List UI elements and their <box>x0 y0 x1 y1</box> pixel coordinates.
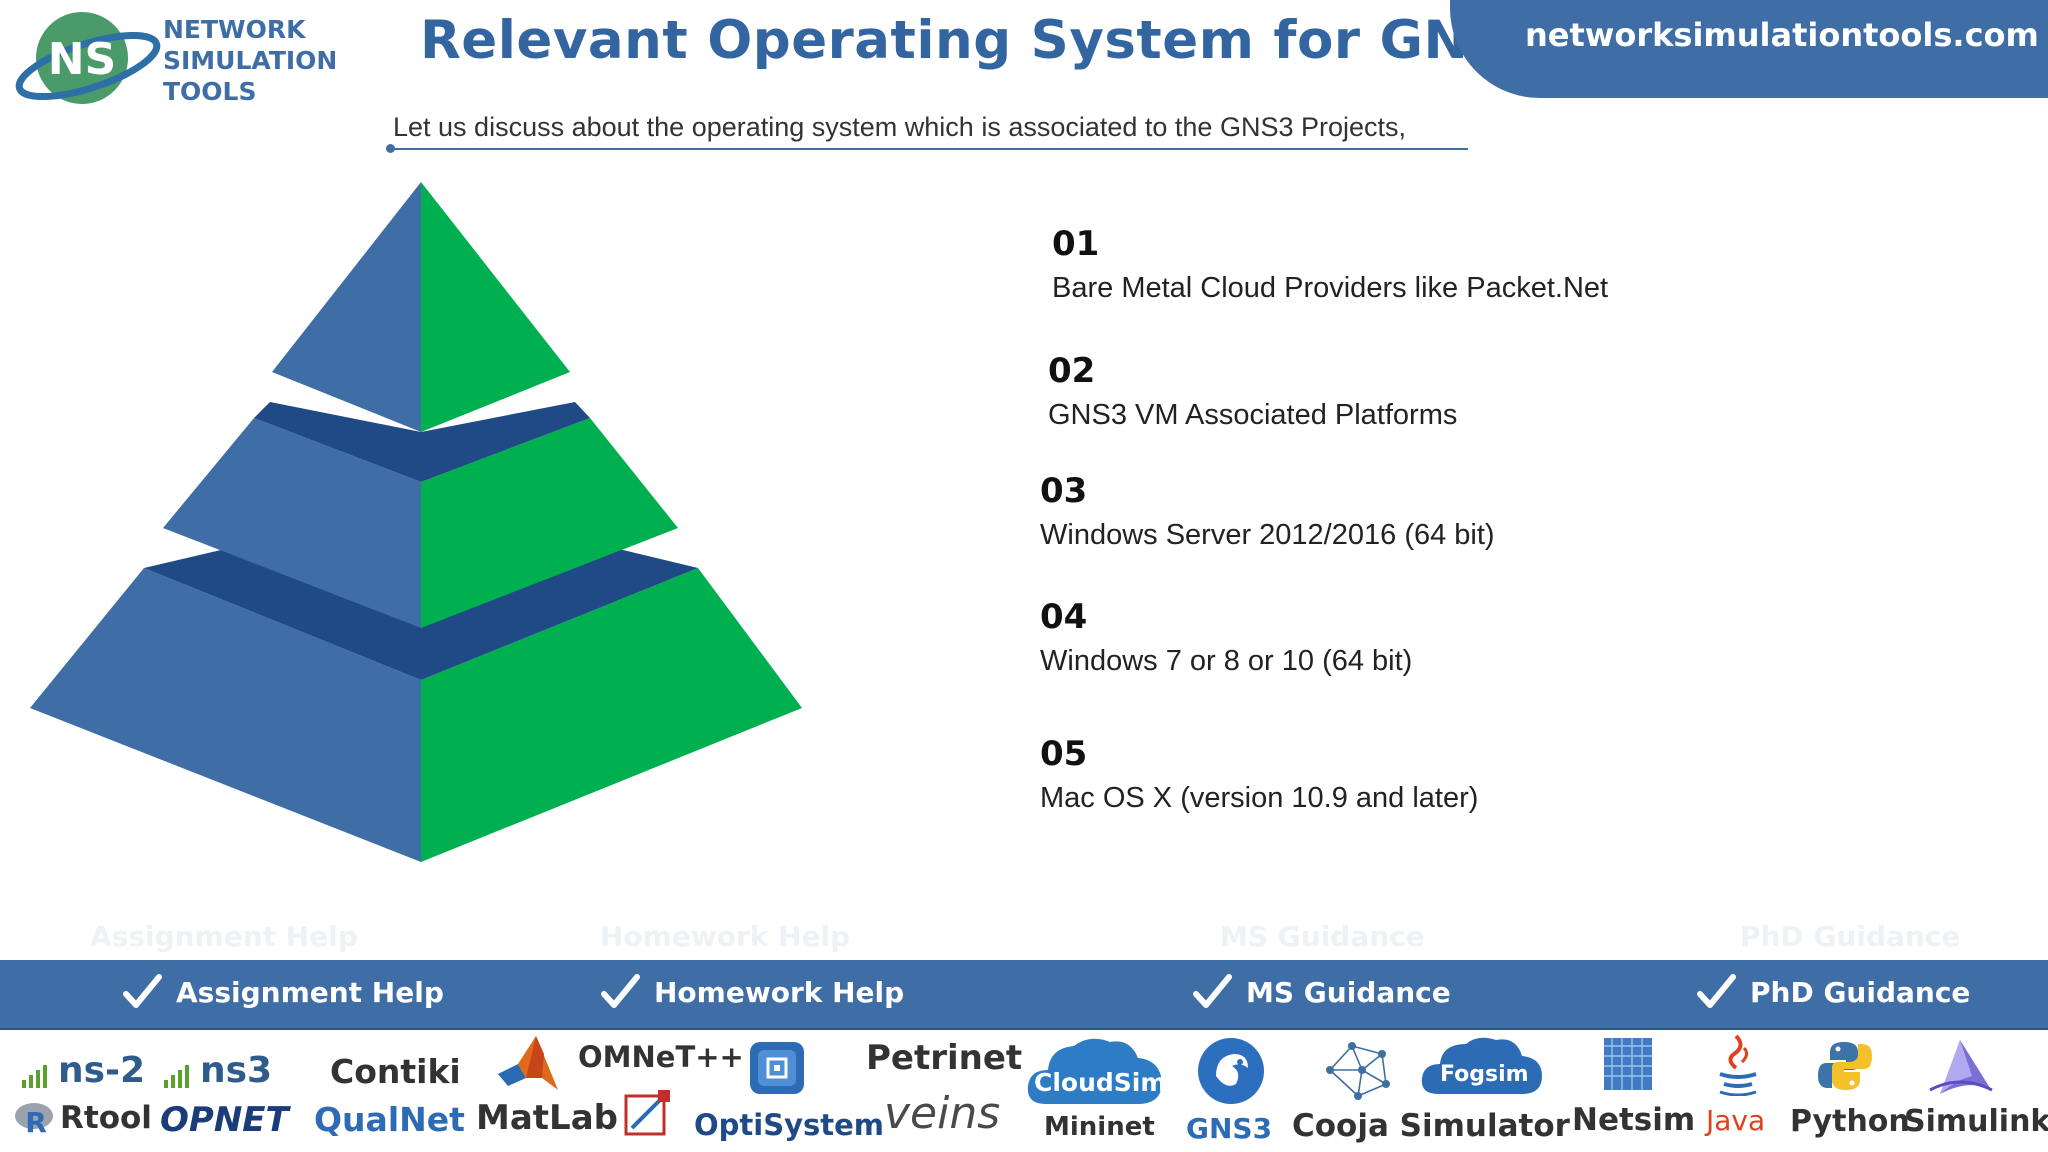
check-icon <box>123 974 162 1008</box>
tool-cooja: Cooja Simulator <box>1292 1108 1570 1144</box>
network-graph-icon <box>1326 1042 1390 1100</box>
tool-simulink: Simulink <box>1904 1104 2048 1139</box>
item-number: 01 <box>1052 224 1100 264</box>
list-item-5: 05 Mac OS X (version 10.9 and later) <box>1040 734 1478 815</box>
subtitle-underline <box>390 148 1468 150</box>
tool-ns2: ns-2 <box>58 1050 146 1091</box>
url-tab <box>1450 0 2048 98</box>
service-watermark: PhD Guidance <box>1740 920 1961 953</box>
item-number: 02 <box>1048 351 1096 391</box>
service-phd-guidance[interactable]: PhD Guidance <box>1696 972 1970 1012</box>
logo: NS NETWORK SIMULATION TOOLS <box>8 4 338 114</box>
site-url[interactable]: networksimulationtools.com <box>1525 16 2039 54</box>
matlab-logo-icon <box>498 1036 558 1090</box>
service-ms-guidance[interactable]: MS Guidance <box>1192 972 1451 1012</box>
list-item-1: 01 Bare Metal Cloud Providers like Packe… <box>1052 224 1608 305</box>
service-watermark: Homework Help <box>600 920 851 953</box>
tool-opnet: OPNET <box>160 1100 289 1140</box>
service-watermark: Assignment Help <box>90 920 358 953</box>
signal-bars-icon <box>22 1065 47 1088</box>
item-text: Mac OS X (version 10.9 and later) <box>1040 782 1479 814</box>
signal-bars-icon <box>164 1065 189 1088</box>
service-assignment-help[interactable]: Assignment Help <box>122 972 444 1012</box>
omnet-logo-icon <box>624 1090 670 1136</box>
netsim-logo-icon <box>1604 1038 1652 1090</box>
list-item-4: 04 Windows 7 or 8 or 10 (64 bit) <box>1040 597 1412 678</box>
subtitle-bullet <box>386 144 395 153</box>
page-title: Relevant Operating System for GNS3 <box>420 10 1545 71</box>
check-icon <box>1697 974 1736 1008</box>
tool-omnet: OMNeT++ <box>578 1040 744 1074</box>
simulink-logo-icon <box>1929 1040 1993 1094</box>
pyramid-graphic <box>30 182 802 862</box>
tool-qualnet: QualNet <box>314 1100 465 1139</box>
tool-rtool: Rtool <box>60 1100 152 1136</box>
tool-cloudsim: CloudSim <box>1034 1068 1167 1097</box>
logo-line-2: SIMULATION <box>163 46 338 75</box>
service-label: Assignment Help <box>176 975 444 1009</box>
pyramid-top-right <box>421 182 570 432</box>
service-watermark: MS Guidance <box>1220 920 1425 953</box>
logo-wordmark: NETWORK SIMULATION TOOLS <box>163 14 337 107</box>
list-item-2: 02 GNS3 VM Associated Platforms <box>1048 351 1457 432</box>
python-logo-icon <box>1818 1042 1872 1090</box>
optisystem-logo-icon <box>750 1042 804 1094</box>
item-number: 03 <box>1040 471 1088 511</box>
item-number: 04 <box>1040 597 1088 637</box>
services-bar: Assignment Help Homework Help MS Guidanc… <box>0 960 2048 1030</box>
tool-veins: veins <box>884 1088 1001 1139</box>
pyramid-middle-right <box>421 418 678 628</box>
tool-mininet: Mininet <box>1044 1112 1155 1142</box>
logo-line-1: NETWORK <box>163 15 306 44</box>
java-cup-icon <box>1719 1034 1757 1096</box>
service-label: MS Guidance <box>1246 975 1451 1009</box>
pyramid-bottom-left <box>30 568 421 862</box>
service-homework-help[interactable]: Homework Help <box>600 972 904 1012</box>
item-text: Bare Metal Cloud Providers like Packet.N… <box>1052 272 1609 304</box>
logo-line-3: TOOLS <box>163 77 257 106</box>
item-text: GNS3 VM Associated Platforms <box>1048 399 1458 431</box>
check-icon <box>1193 974 1232 1008</box>
tool-contiki: Contiki <box>330 1052 461 1091</box>
pyramid-middle-top <box>254 402 590 482</box>
svg-text:NS: NS <box>48 34 117 85</box>
tool-python: Python <box>1790 1104 1910 1139</box>
check-icon <box>601 974 640 1008</box>
subtitle: Let us discuss about the operating syste… <box>393 112 1407 142</box>
tool-gns3: GNS3 <box>1186 1112 1273 1145</box>
tool-matlab: MatLab <box>476 1098 618 1138</box>
item-text: Windows 7 or 8 or 10 (64 bit) <box>1040 645 1413 677</box>
fog-cloud-icon <box>1421 1037 1542 1094</box>
item-text: Windows Server 2012/2016 (64 bit) <box>1040 519 1495 551</box>
r-logo-icon: R <box>15 1103 53 1138</box>
tool-petrinet: Petrinet <box>866 1038 1023 1078</box>
tool-java: Java <box>1706 1104 1766 1137</box>
pyramid-bottom-right <box>421 568 802 862</box>
pyramid-top-left <box>272 182 421 432</box>
list-item-3: 03 Windows Server 2012/2016 (64 bit) <box>1040 471 1495 552</box>
tool-fogsim: Fogsim <box>1440 1062 1529 1087</box>
tool-netsim: Netsim <box>1572 1102 1696 1138</box>
item-number: 05 <box>1040 734 1088 774</box>
pyramid-middle-left <box>163 418 421 628</box>
svg-text:R: R <box>25 1106 47 1138</box>
service-label: PhD Guidance <box>1750 975 1971 1009</box>
tool-optisystem: OptiSystem <box>694 1108 885 1142</box>
tool-ns3: ns3 <box>200 1050 273 1091</box>
ns-logo-icon: NS <box>15 12 161 104</box>
gns3-logo-icon <box>1198 1038 1264 1104</box>
cloud-icon <box>1027 1038 1162 1104</box>
service-label: Homework Help <box>654 975 905 1009</box>
